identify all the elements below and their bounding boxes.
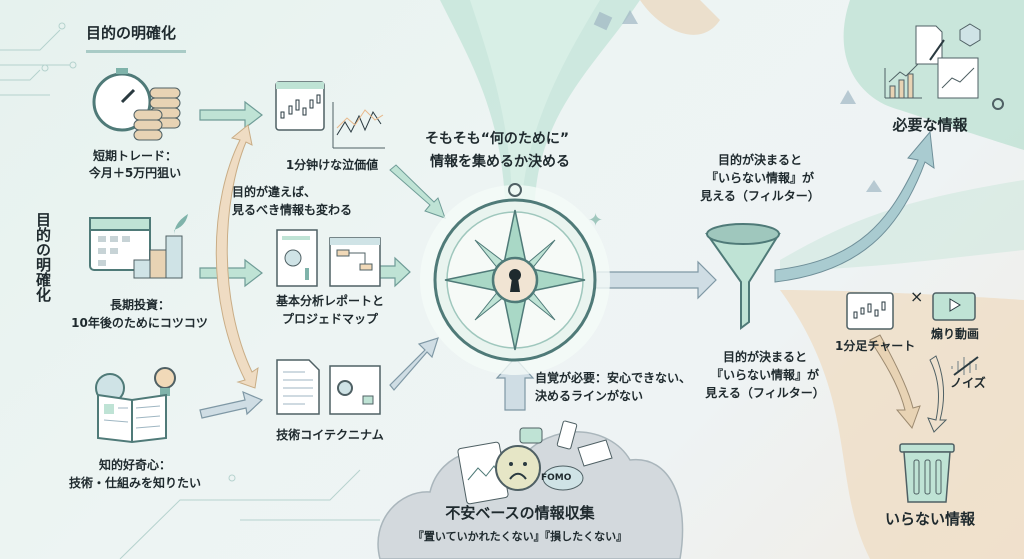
unneeded-item-video: 煽り動画 (930, 327, 979, 341)
stopwatch-coins-icon (92, 68, 181, 141)
unneeded-item-noise: ノイズ (950, 376, 986, 390)
info-type-2-line2: プロジェドマップ (281, 312, 378, 326)
vertical-title: 目的の明確化 (34, 212, 52, 302)
tech-document-icon (276, 359, 381, 415)
anxiety-cloud (377, 420, 684, 559)
filter-top-line3: 見える（フィルター） (700, 189, 820, 203)
needed-info-title: 必要な情報 (892, 116, 968, 134)
sparkle-icon: ✦ (588, 210, 604, 231)
awareness-line2: 決めるラインがない (535, 389, 644, 403)
filter-bottom-line3: 見える（フィルター） (705, 386, 825, 400)
info-type-2-line1: 基本分析レポートと (275, 294, 384, 308)
center-title-line1: そもそも“何のために” (425, 131, 570, 147)
title-underline (86, 50, 186, 53)
video-play-icon (932, 292, 976, 321)
center-title-line2: 情報を集めるか決める (430, 154, 570, 170)
unneeded-item-chart: 1分足チャート (835, 339, 916, 353)
growth-documents-icon (884, 23, 1004, 110)
compass-keyhole-icon (420, 183, 610, 375)
info-type-3-label: 技術コイテクニナム (276, 428, 384, 442)
filter-bottom-line2: 『いらない情報』が (710, 368, 819, 382)
unneeded-info-title: いらない情報 (884, 510, 975, 528)
curve-note-line2: 見るべき情報も変わる (232, 203, 353, 217)
funnel-icon (705, 223, 781, 330)
purpose-1-line1: 短期トレード： (92, 149, 177, 163)
purpose-2-line2: 10年後のためにコツコツ (71, 316, 208, 330)
awareness-line1: 自覚が必要：安心できない、 (535, 371, 692, 385)
report-roadmap-icon (276, 229, 381, 287)
cloud-subtitle: 『置いていかれたくない』『損したくない』 (412, 530, 628, 543)
candlestick-chart-icon (275, 81, 385, 149)
noise-icon (951, 356, 979, 376)
calendar-growth-icon (89, 214, 188, 279)
book-lightbulb-icon (95, 367, 176, 444)
cross-mark: × (910, 287, 924, 306)
cloud-title: 不安ベースの情報収集 (445, 504, 595, 522)
section-title: 目的の明確化 (86, 24, 177, 42)
purpose-1-line2: 今月＋5万円狙い (88, 166, 182, 180)
purpose-3-line1: 知的好奇心： (98, 458, 171, 472)
filter-top-line2: 『いらない情報』が (705, 171, 814, 185)
purpose-2-line1: 長期投資： (109, 298, 170, 312)
fomo-bubble: FOMO (541, 473, 572, 483)
filter-bottom-line1: 目的が決まると (722, 350, 807, 364)
trash-can-icon (899, 443, 955, 503)
minute-chart-icon (846, 292, 894, 330)
curve-note-line1: 目的が違えば、 (232, 185, 317, 199)
filter-top-line1: 目的が決まると (717, 153, 802, 167)
purpose-3-line2: 技術・仕組みを知りたい (68, 476, 201, 490)
info-type-1-label: 1分钟けな泣価値 (285, 158, 379, 172)
